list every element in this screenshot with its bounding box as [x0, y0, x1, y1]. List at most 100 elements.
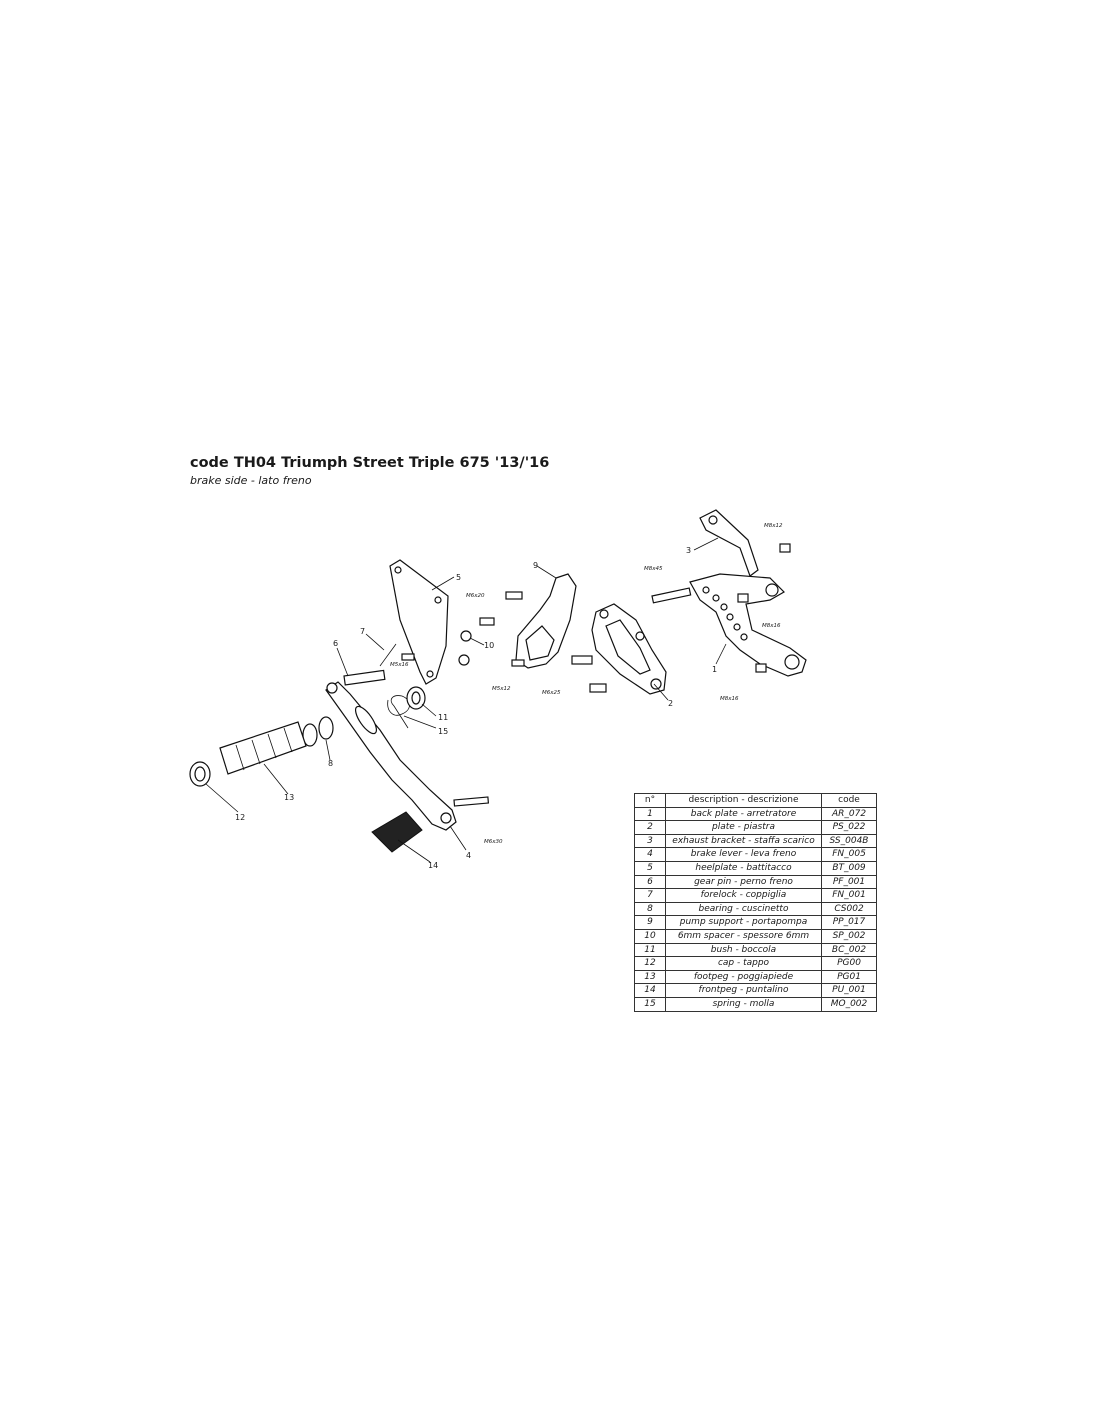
cell-code: MO_002 — [821, 996, 877, 1012]
cell-description: bearing - cuscinetto — [665, 901, 822, 917]
table-header-row: n° description - descrizione code — [634, 793, 877, 808]
cell-number: 11 — [634, 942, 666, 958]
cell-code: PU_001 — [821, 983, 877, 998]
callout-11: 11 — [438, 713, 448, 722]
cell-number: 2 — [634, 820, 666, 835]
callout-labels: 1 2 3 4 5 6 7 8 9 10 11 12 13 14 15 — [235, 546, 717, 870]
part-bearing — [302, 716, 334, 747]
cell-number: 7 — [634, 888, 666, 903]
cell-number: 5 — [634, 860, 666, 876]
bolt-label: M8x16 — [762, 623, 781, 629]
part-cap — [189, 761, 211, 787]
callout-15: 15 — [438, 727, 448, 736]
cell-number: 10 — [634, 928, 666, 944]
cell-description: back plate - arretratore — [665, 806, 822, 822]
diagram-subtitle: brake side - lato freno — [190, 474, 312, 487]
diagram-title: code TH04 Triumph Street Triple 675 '13/… — [190, 455, 550, 471]
cell-number: 9 — [634, 915, 666, 930]
cell-code: FN_005 — [821, 847, 877, 862]
cell-number: 12 — [634, 956, 666, 971]
callout-5: 5 — [456, 573, 461, 582]
cell-code: PG01 — [821, 969, 877, 985]
cell-description: cap - tappo — [665, 956, 822, 971]
callout-3: 3 — [686, 546, 691, 555]
part-plate — [591, 603, 667, 695]
cell-code: PS_022 — [821, 820, 877, 835]
cell-number: 8 — [634, 901, 666, 917]
callout-6: 6 — [333, 639, 338, 648]
callout-9: 9 — [533, 561, 538, 570]
part-heelplate — [389, 559, 449, 685]
cell-number: 15 — [634, 996, 666, 1012]
bolt-label: M6x25 — [542, 690, 561, 696]
cell-code: SP_002 — [821, 928, 877, 944]
cell-code: PF_001 — [821, 874, 877, 890]
cell-description: pump support - portapompa — [665, 915, 822, 930]
cell-description: plate - piastra — [665, 820, 822, 835]
cell-description: forelock - coppiglia — [665, 888, 822, 903]
bolt-label: M6x20 — [466, 593, 485, 599]
cell-number: 1 — [634, 806, 666, 822]
cell-number: 14 — [634, 983, 666, 998]
callout-13: 13 — [284, 793, 294, 802]
cell-number: 13 — [634, 969, 666, 985]
part-frontpeg — [371, 811, 423, 853]
cell-code: PG00 — [821, 956, 877, 971]
cell-description: gear pin - perno freno — [665, 874, 822, 890]
callout-2: 2 — [668, 699, 673, 708]
part-spring — [387, 695, 410, 729]
callout-12: 12 — [235, 813, 245, 822]
bolt-label: M8x12 — [764, 523, 783, 529]
cell-description: spring - molla — [665, 996, 822, 1012]
bolt-label: M8x45 — [644, 566, 663, 572]
leader-lines — [205, 537, 727, 863]
bolt-label: M8x16 — [720, 696, 739, 702]
fasteners — [401, 543, 791, 807]
cell-code: FN_001 — [821, 888, 877, 903]
callout-8: 8 — [328, 759, 333, 768]
column-header-code: code — [821, 793, 877, 808]
bolt-label: M6x30 — [484, 839, 503, 845]
bolt-label: M5x12 — [492, 686, 511, 692]
callout-1: 1 — [712, 665, 717, 674]
bolt-labels: M8x12 M8x45 M8x16 M8x16 M6x20 M5x12 M6x2… — [390, 523, 783, 845]
part-back-plate — [689, 573, 807, 677]
part-forelock — [379, 643, 397, 667]
cell-number: 4 — [634, 847, 666, 862]
cell-code: SS_004B — [821, 833, 877, 849]
part-footpeg — [219, 721, 307, 775]
cell-description: heelplate - battitacco — [665, 860, 822, 876]
cell-description: 6mm spacer - spessore 6mm — [665, 928, 822, 944]
cell-description: exhaust bracket - staffa scarico — [665, 833, 822, 849]
bolt-label: M5x16 — [390, 662, 409, 668]
cell-description: footpeg - poggiapiede — [665, 969, 822, 985]
cell-number: 6 — [634, 874, 666, 890]
column-header-number: n° — [634, 793, 666, 808]
cell-code: PP_017 — [821, 915, 877, 930]
callout-10: 10 — [484, 641, 494, 650]
part-pump-support — [515, 573, 577, 669]
callout-14: 14 — [428, 861, 438, 870]
cell-number: 3 — [634, 833, 666, 849]
cell-code: BT_009 — [821, 860, 877, 876]
cell-code: AR_072 — [821, 806, 877, 822]
callout-7: 7 — [360, 627, 365, 636]
part-gear-pin — [343, 669, 386, 686]
part-exhaust-bracket — [699, 509, 759, 577]
cell-code: BC_002 — [821, 942, 877, 958]
